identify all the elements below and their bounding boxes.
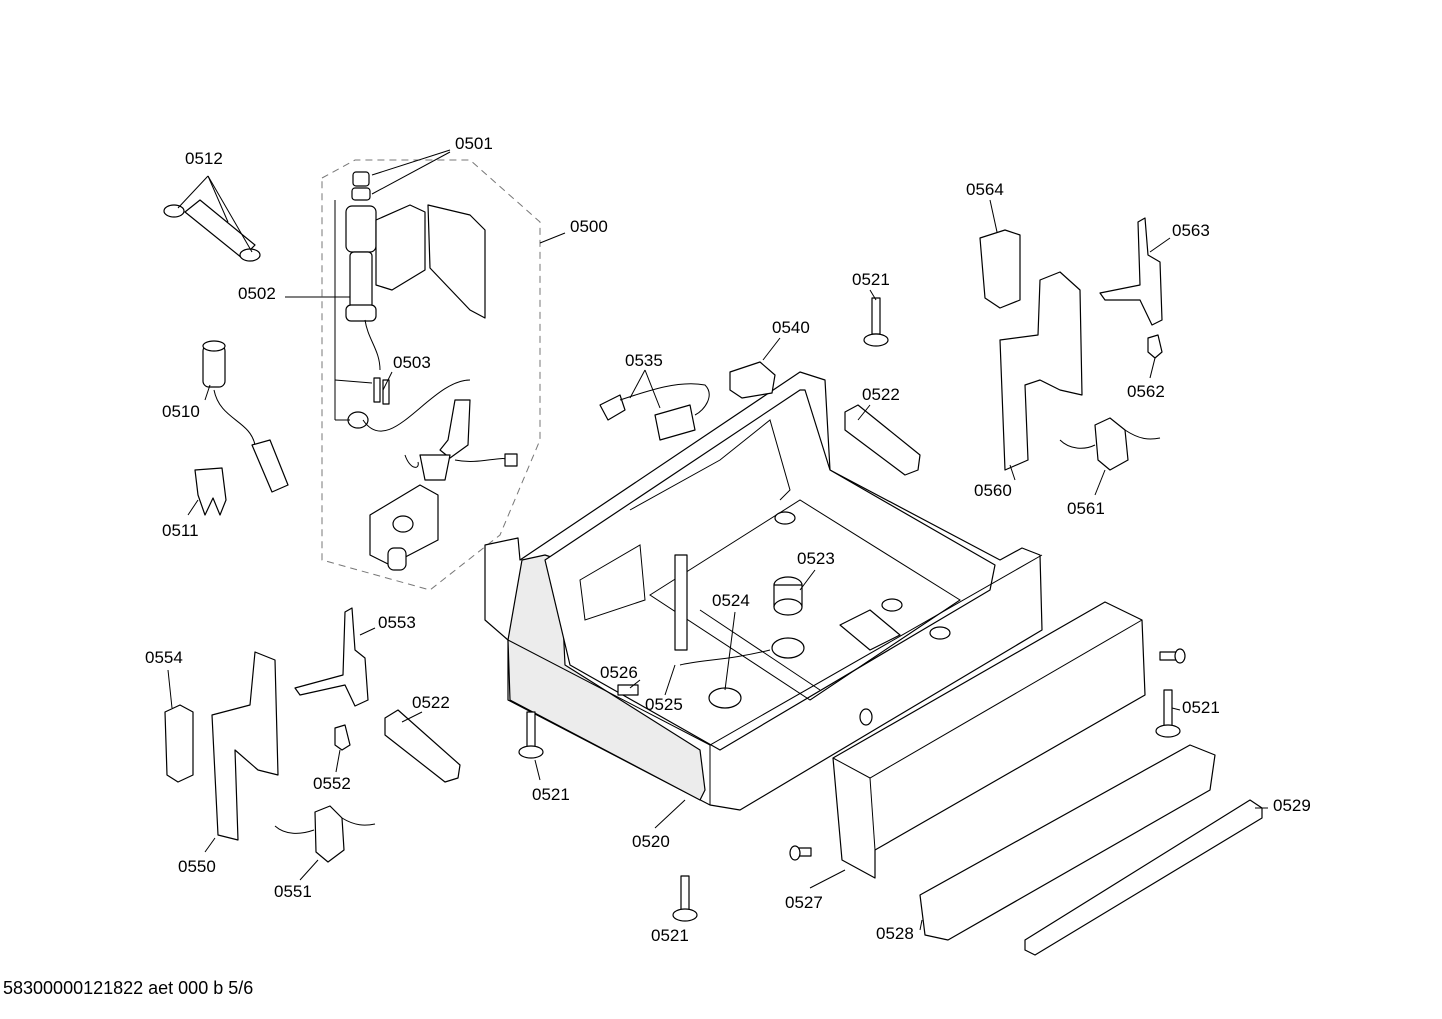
label-0526: 0526 [600,663,638,682]
level-bracket [369,484,439,571]
cable-0535 [599,383,710,441]
document-footer-code: 58300000121822 aet 000 b 5/6 [3,978,254,998]
label-0525: 0525 [645,695,683,714]
screw-0521-bottom [672,875,698,922]
label-0521-b: 0521 [532,785,570,804]
label-0562: 0562 [1127,382,1165,401]
screw-0521-mid [518,711,544,759]
label-0550: 0550 [178,857,216,876]
label-0500: 0500 [570,217,608,236]
label-0528: 0528 [876,924,914,943]
label-0553: 0553 [378,613,416,632]
label-0563: 0563 [1172,221,1210,240]
label-0529: 0529 [1273,796,1311,815]
screw-0521-top [863,297,889,347]
label-0535: 0535 [625,351,663,370]
hinge-0561 [1059,417,1161,471]
leader-lines [167,149,1268,931]
label-0520: 0520 [632,832,670,851]
screw-0527 [789,845,812,861]
clip-0562 [1147,334,1163,359]
label-0521-a: 0521 [852,270,890,289]
kickboard-0528 [919,744,1216,941]
inlet-valve-assembly [345,171,486,429]
hinge-0551 [274,805,376,863]
label-0554: 0554 [145,648,183,667]
bracket-0564 [979,229,1021,309]
label-0521-c: 0521 [1182,698,1220,717]
label-0521-d: 0521 [651,926,689,945]
group-outline-0500 [321,159,541,591]
hinge-spring-0522-bottom [384,709,461,783]
base-tub-0520 [484,371,1043,811]
label-0523: 0523 [797,549,835,568]
drain-hose [362,379,518,481]
label-0510: 0510 [162,402,200,421]
bracket-0550 [211,651,279,841]
bracket-0563 [1099,217,1163,326]
bracket-0554 [164,704,194,783]
screw-0521-right [1155,689,1181,738]
label-0564: 0564 [966,180,1004,199]
label-0552: 0552 [313,774,351,793]
label-0522-a: 0522 [862,385,900,404]
label-0511: 0511 [162,521,199,540]
plinth-0527 [832,601,1146,879]
label-0503: 0503 [393,353,431,372]
kickboard-trim-0529 [1024,799,1263,956]
screw-small-right [1159,648,1186,664]
bracket-0560 [999,271,1083,471]
connector-0540 [729,361,776,399]
hose-0512 [163,199,261,262]
bracket-0553 [294,607,369,707]
label-0522-b: 0522 [412,693,450,712]
label-0561: 0561 [1067,499,1105,518]
clip-0511 [194,467,227,516]
label-0551: 0551 [274,882,312,901]
spring-0510 [202,340,289,493]
label-0540: 0540 [772,318,810,337]
label-0524: 0524 [712,591,750,610]
clip-0552 [334,724,351,751]
hinge-spring-0522-top [844,404,921,476]
label-0527: 0527 [785,893,823,912]
label-0512: 0512 [185,149,223,168]
label-0560: 0560 [974,481,1012,500]
label-0501: 0501 [455,134,493,153]
label-0502: 0502 [238,284,276,303]
